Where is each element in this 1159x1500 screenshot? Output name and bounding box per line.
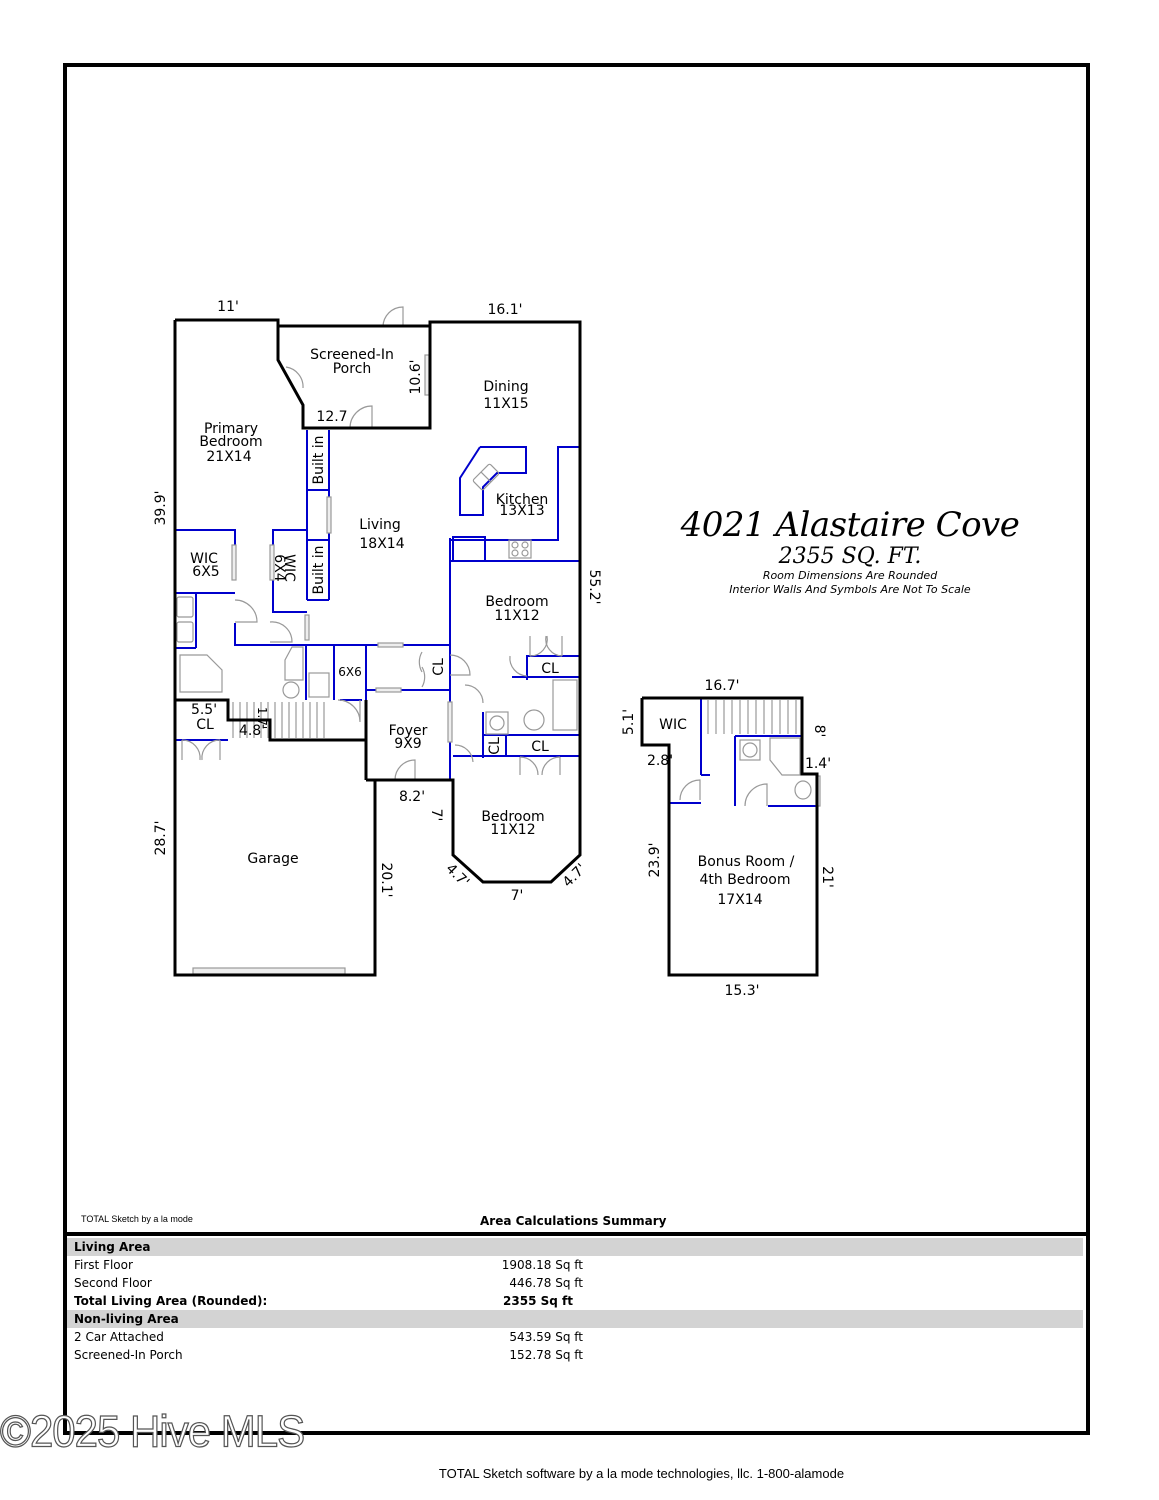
room-garage: Garage bbox=[247, 851, 298, 867]
svg-text:8': 8' bbox=[811, 725, 827, 738]
svg-text:11': 11' bbox=[217, 299, 239, 315]
note-not-to-scale: Interior Walls And Symbols Are Not To Sc… bbox=[729, 583, 971, 596]
svg-text:4th Bedroom: 4th Bedroom bbox=[699, 872, 790, 888]
table-row: First Floor 1908.18 Sq ft bbox=[74, 1258, 583, 1272]
svg-text:11X12: 11X12 bbox=[490, 822, 535, 838]
area-summary-table: Living Area First Floor 1908.18 Sq ft Se… bbox=[67, 1238, 1083, 1364]
svg-text:39.9': 39.9' bbox=[153, 490, 169, 525]
room-dining: Dining bbox=[483, 379, 528, 395]
room-wic-6x5: WIC bbox=[190, 551, 218, 567]
closet-bath: CL bbox=[487, 737, 503, 755]
svg-text:7': 7' bbox=[511, 888, 524, 904]
sketch-frame bbox=[63, 63, 1090, 1435]
svg-text:4.7': 4.7' bbox=[560, 861, 590, 891]
svg-text:13X13: 13X13 bbox=[499, 503, 544, 519]
property-address: 4021 Alastaire Cove bbox=[680, 505, 1020, 545]
table-row-section: Non-living Area bbox=[67, 1310, 1083, 1328]
stairs bbox=[232, 702, 325, 738]
software-label: TOTAL Sketch by a la mode bbox=[81, 1214, 193, 1224]
svg-text:18X14: 18X14 bbox=[359, 536, 404, 552]
svg-text:2.8': 2.8' bbox=[647, 753, 673, 769]
svg-text:4.8': 4.8' bbox=[239, 723, 265, 739]
table-row-total: Total Living Area (Rounded): 2355 Sq ft bbox=[74, 1294, 573, 1308]
room-bedroom-a: Bedroom bbox=[485, 594, 548, 610]
room-bedroom-b: Bedroom bbox=[481, 809, 544, 825]
room-bonus: Bonus Room / bbox=[698, 854, 795, 870]
svg-text:16.7': 16.7' bbox=[704, 678, 739, 694]
closet-garage: CL bbox=[196, 717, 214, 733]
note-rounded: Room Dimensions Are Rounded bbox=[762, 569, 938, 582]
table-row-section: Living Area bbox=[67, 1238, 1083, 1256]
exterior-walls bbox=[173, 318, 582, 977]
svg-text:15.3': 15.3' bbox=[724, 983, 759, 999]
room-porch: Screened-In bbox=[310, 347, 394, 363]
closet-bedroom-a: CL bbox=[541, 661, 559, 677]
svg-text:21': 21' bbox=[819, 866, 835, 888]
closet-hall: CL bbox=[431, 658, 447, 676]
svg-text:11X15: 11X15 bbox=[483, 396, 528, 412]
svg-text:8.2': 8.2' bbox=[399, 789, 425, 805]
svg-text:1.7': 1.7' bbox=[255, 707, 269, 729]
second-floor: WIC Bonus Room / 4th Bedroom 17X14 16.7'… bbox=[621, 678, 835, 999]
watermark: ©2025 Hive MLS bbox=[0, 1406, 306, 1457]
property-title-block: 4021 Alastaire Cove 2355 SQ. FT. Room Di… bbox=[670, 505, 1030, 597]
svg-text:55.2': 55.2' bbox=[586, 569, 602, 604]
svg-text:12.7: 12.7 bbox=[316, 409, 347, 425]
summary-header: TOTAL Sketch by a la mode Area Calculati… bbox=[67, 1206, 1086, 1236]
svg-text:Porch: Porch bbox=[333, 361, 372, 377]
svg-text:11X12: 11X12 bbox=[494, 608, 539, 624]
svg-text:28.7': 28.7' bbox=[153, 820, 169, 855]
svg-text:21X14: 21X14 bbox=[206, 449, 251, 465]
summary-title: Area Calculations Summary bbox=[480, 1214, 667, 1228]
room-labels: Screened-In Porch Dining 11X15 Primary B… bbox=[190, 347, 559, 867]
room-laundry: 6X6 bbox=[338, 665, 362, 679]
closet-bedroom-b: CL bbox=[531, 739, 549, 755]
room-primary-bedroom: Primary bbox=[204, 421, 258, 437]
svg-text:6X5: 6X5 bbox=[192, 564, 219, 580]
property-sqft: 2355 SQ. FT. bbox=[778, 544, 922, 569]
builtin-lower: Built in bbox=[311, 546, 327, 595]
svg-text:9X9: 9X9 bbox=[394, 736, 421, 752]
svg-text:1.4': 1.4' bbox=[805, 756, 831, 772]
room-living: Living bbox=[359, 517, 401, 533]
room-kitchen: Kitchen bbox=[496, 492, 549, 508]
table-row: 2 Car Attached 543.59 Sq ft bbox=[74, 1330, 583, 1344]
first-floor: Screened-In Porch Dining 11X15 Primary B… bbox=[153, 299, 602, 977]
svg-text:Bedroom: Bedroom bbox=[199, 434, 262, 450]
builtin-upper: Built in bbox=[311, 436, 327, 485]
svg-text:17X14: 17X14 bbox=[717, 892, 762, 908]
room-foyer: Foyer bbox=[389, 723, 428, 739]
room-wic-6x4: WIC bbox=[281, 554, 297, 582]
svg-text:7': 7' bbox=[428, 809, 444, 822]
svg-text:20.1': 20.1' bbox=[378, 862, 394, 897]
svg-text:16.1': 16.1' bbox=[487, 302, 522, 318]
table-row: Screened-In Porch 152.78 Sq ft bbox=[74, 1348, 583, 1362]
fixtures bbox=[176, 306, 578, 975]
room-wic-upstairs: WIC bbox=[659, 717, 687, 733]
svg-text:4.7': 4.7' bbox=[442, 861, 472, 891]
table-row: Second Floor 446.78 Sq ft bbox=[74, 1276, 583, 1290]
svg-text:6X4: 6X4 bbox=[271, 554, 287, 581]
closet-garage-dim: 5.5' bbox=[191, 702, 217, 718]
svg-text:5.1': 5.1' bbox=[621, 709, 637, 735]
footer-credit: TOTAL Sketch software by a la mode techn… bbox=[438, 1466, 845, 1481]
svg-text:10.6': 10.6' bbox=[408, 359, 424, 394]
svg-text:23.9': 23.9' bbox=[647, 842, 663, 877]
